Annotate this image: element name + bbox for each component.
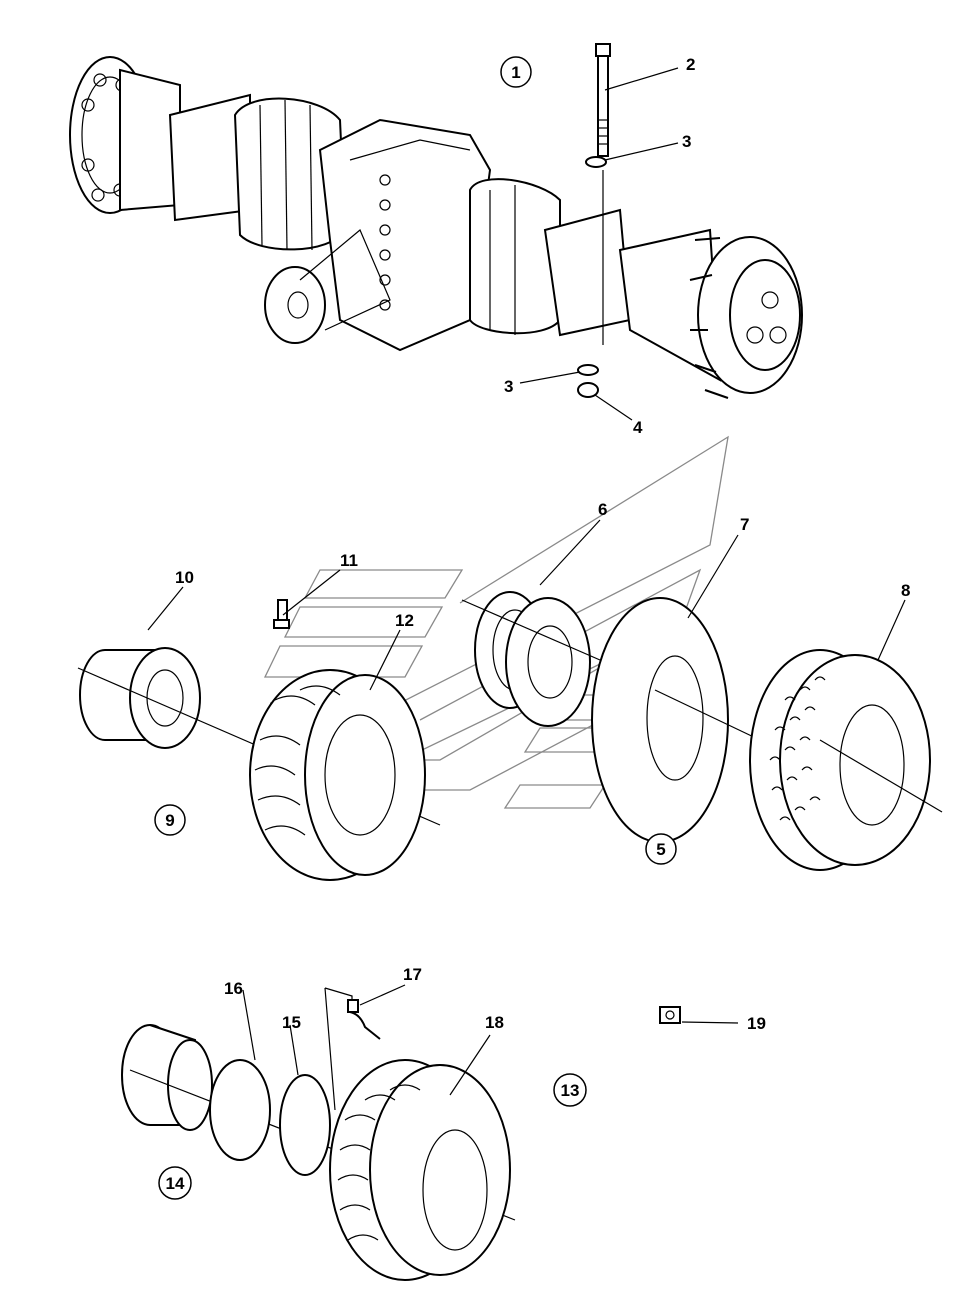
label-19 [659,1006,681,1024]
wheel-studs [689,237,729,399]
valve-17 [324,987,381,1111]
bolt-part [595,43,611,345]
right-mounting-pad [543,208,632,337]
input-flange [264,266,326,344]
group-label-1: 1 [500,56,532,88]
leader-lines [147,67,906,1096]
callout-8: 8 [901,581,910,600]
washer-upper [585,156,607,168]
callout-3-lower: 3 [504,377,513,396]
svg-text:1: 1 [511,63,520,82]
tyre-18 [329,1059,511,1281]
washer-lower [577,364,599,376]
o-ring-15 [279,1074,331,1176]
callout-18: 18 [485,1013,504,1032]
rim-6 [461,591,601,727]
nut-part [577,382,599,398]
callout-3-upper: 3 [682,132,691,151]
group-label-14: 14 [158,1166,192,1200]
callout-4: 4 [633,418,643,437]
callout-6: 6 [598,500,607,519]
group-label-9: 9 [154,804,186,836]
lock-ring-16 [209,1059,271,1161]
svg-text:9: 9 [165,811,174,830]
callout-11: 11 [340,551,358,570]
tyre-8 [749,649,943,871]
callout-17: 17 [403,965,422,984]
callout-16: 16 [224,979,243,998]
rim-10 [77,647,441,826]
callout-12: 12 [395,611,414,630]
callout-10: 10 [175,568,194,587]
callout-2: 2 [686,55,695,74]
callout-7: 7 [740,515,749,534]
svg-text:5: 5 [656,840,665,859]
svg-text:13: 13 [561,1081,580,1100]
group-label-5: 5 [645,833,677,865]
valve-11 [273,599,290,629]
group-label-13: 13 [553,1073,587,1107]
callout-15: 15 [282,1013,301,1032]
tyre-12 [249,669,426,881]
axle-assembly [69,56,803,399]
callout-19: 19 [747,1014,766,1033]
rim-14 [121,1024,516,1221]
svg-text:14: 14 [166,1174,185,1193]
tube-7 [591,597,761,843]
differential-housing [318,118,492,352]
